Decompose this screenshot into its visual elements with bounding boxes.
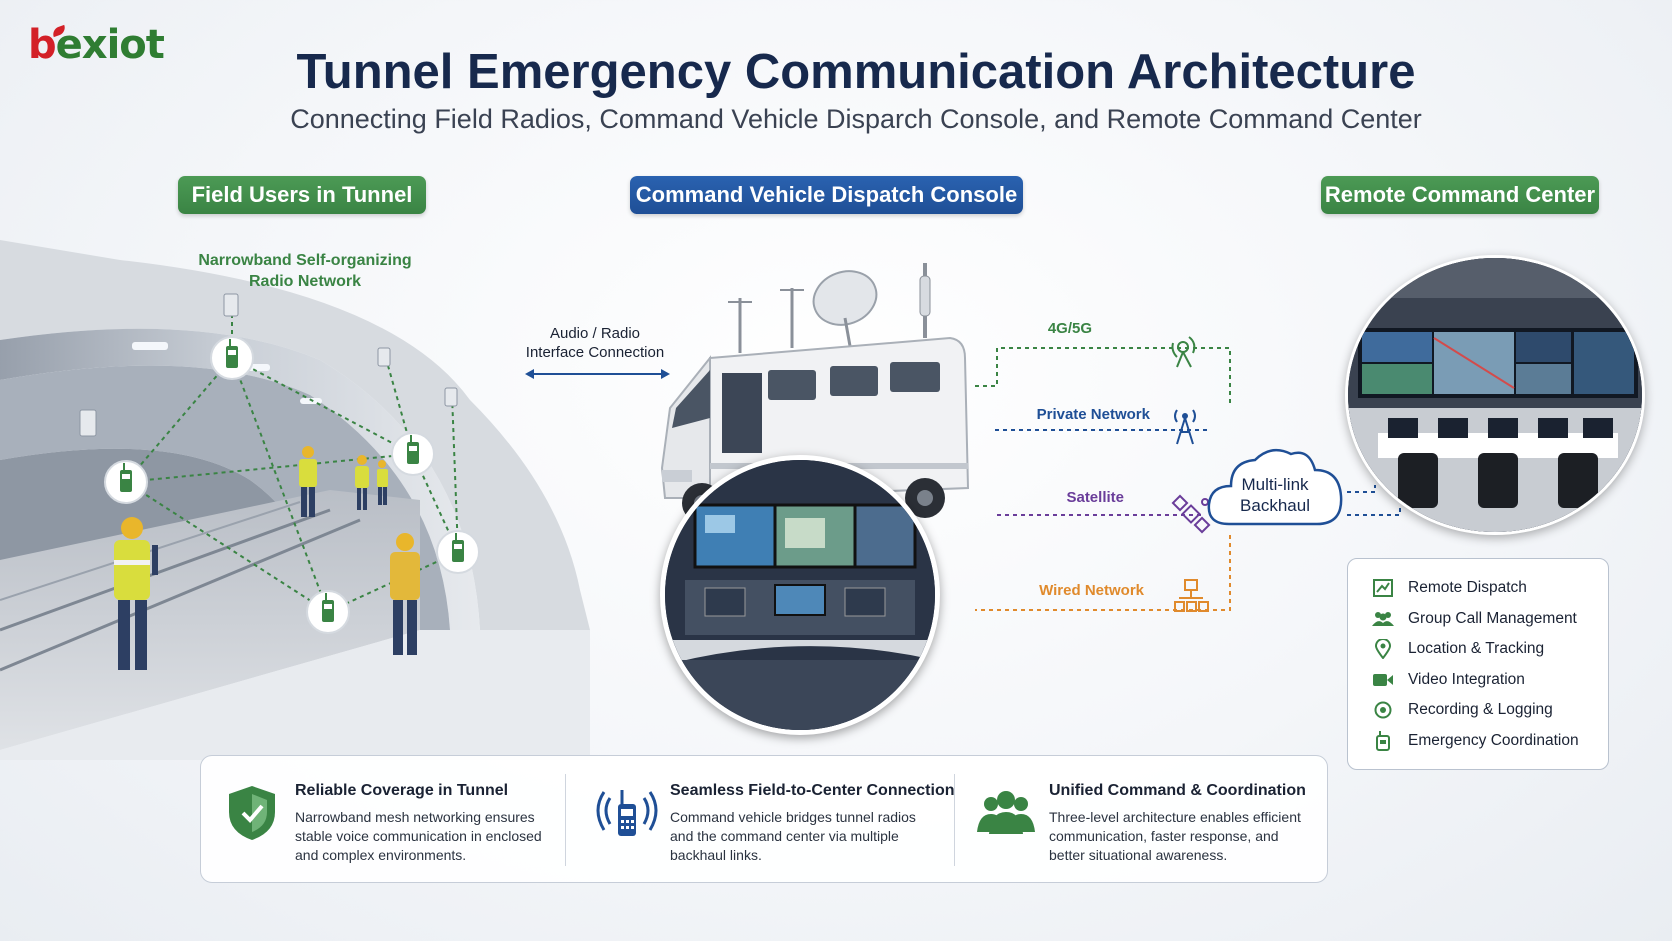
cloud-icon (1207, 448, 1343, 526)
antenna-icon (1174, 409, 1196, 445)
interface-label: Audio / Radio Interface Connection (525, 325, 665, 361)
benefit-card: Unified Command & Coordination Three-lev… (955, 756, 1329, 882)
brand-logo: bexiot (28, 22, 165, 68)
link-4g5g-line (975, 347, 1231, 405)
section-field-users: Field Users in Tunnel (178, 176, 426, 214)
feature-item: Emergency Coordination (1372, 726, 1608, 757)
page-subtitle: Connecting Field Radios, Command Vehicle… (290, 104, 1422, 134)
users-group-icon (1372, 610, 1394, 628)
feature-item: Recording & Logging (1372, 695, 1608, 726)
feature-item: Group Call Management (1372, 604, 1608, 635)
radio-node-icon (104, 460, 148, 504)
repeater-node (377, 347, 391, 367)
link-label-wired: Wired Network (1039, 582, 1144, 599)
repeater-node (79, 409, 97, 437)
radio-node-icon (306, 590, 350, 634)
page-title: Tunnel Emergency Communication Architect… (296, 45, 1416, 99)
bidirectional-arrow-icon (525, 369, 670, 379)
divider (565, 774, 566, 866)
cloud-label: Multi-link Backhaul (1240, 475, 1310, 515)
section-remote-center: Remote Command Center (1321, 176, 1599, 214)
feature-item: Location & Tracking (1372, 634, 1608, 665)
remote-features-list: Remote Dispatch Group Call Management Lo… (1347, 558, 1609, 770)
video-camera-icon (1372, 671, 1394, 689)
mesh-network-label: Narrowband Self-organizing Radio Network (198, 252, 412, 290)
section-command-vehicle: Command Vehicle Dispatch Console (630, 176, 1023, 214)
network-topology-icon (1174, 579, 1209, 612)
field-worker (377, 460, 388, 505)
tunnel-shell (0, 240, 590, 630)
repeater-node (444, 387, 458, 407)
radio-node-icon (210, 336, 254, 380)
shield-icon (229, 786, 275, 840)
ceiling-light (132, 342, 168, 350)
emergency-radio-icon (1372, 730, 1394, 751)
repeater-node (223, 293, 239, 317)
benefit-card: Reliable Coverage in Tunnel Narrowband m… (201, 756, 566, 882)
feature-item: Video Integration (1372, 665, 1608, 696)
radio-node-icon (436, 530, 480, 574)
field-worker (114, 517, 158, 670)
feature-item: Remote Dispatch (1372, 573, 1608, 604)
location-pin-icon (1372, 639, 1394, 660)
recording-icon (1372, 701, 1394, 719)
tunnel-illustration (0, 240, 590, 760)
satellite-icon (1171, 494, 1211, 534)
link-label-private: Private Network (1036, 406, 1150, 423)
signal-tower-icon (1171, 336, 1196, 368)
backhaul-links (975, 336, 1401, 612)
field-worker (390, 533, 420, 655)
command-center-image (1345, 255, 1645, 535)
radio-signal-icon (596, 790, 658, 836)
benefit-card: Seamless Field-to-Center Connection Comm… (576, 756, 955, 882)
satellite-dish-icon (812, 270, 878, 326)
team-icon (977, 791, 1035, 834)
link-label-4g5g: 4G/5G (1047, 320, 1092, 337)
field-worker (299, 446, 317, 517)
link-label-satellite: Satellite (1066, 489, 1124, 506)
field-worker (355, 455, 369, 510)
dispatch-console-image (660, 455, 940, 735)
link-wired-line (975, 535, 1231, 611)
dispatch-map-icon (1372, 579, 1394, 598)
benefits-panel: Reliable Coverage in Tunnel Narrowband m… (200, 755, 1328, 883)
radio-node-icon (391, 432, 435, 476)
divider (954, 774, 955, 866)
